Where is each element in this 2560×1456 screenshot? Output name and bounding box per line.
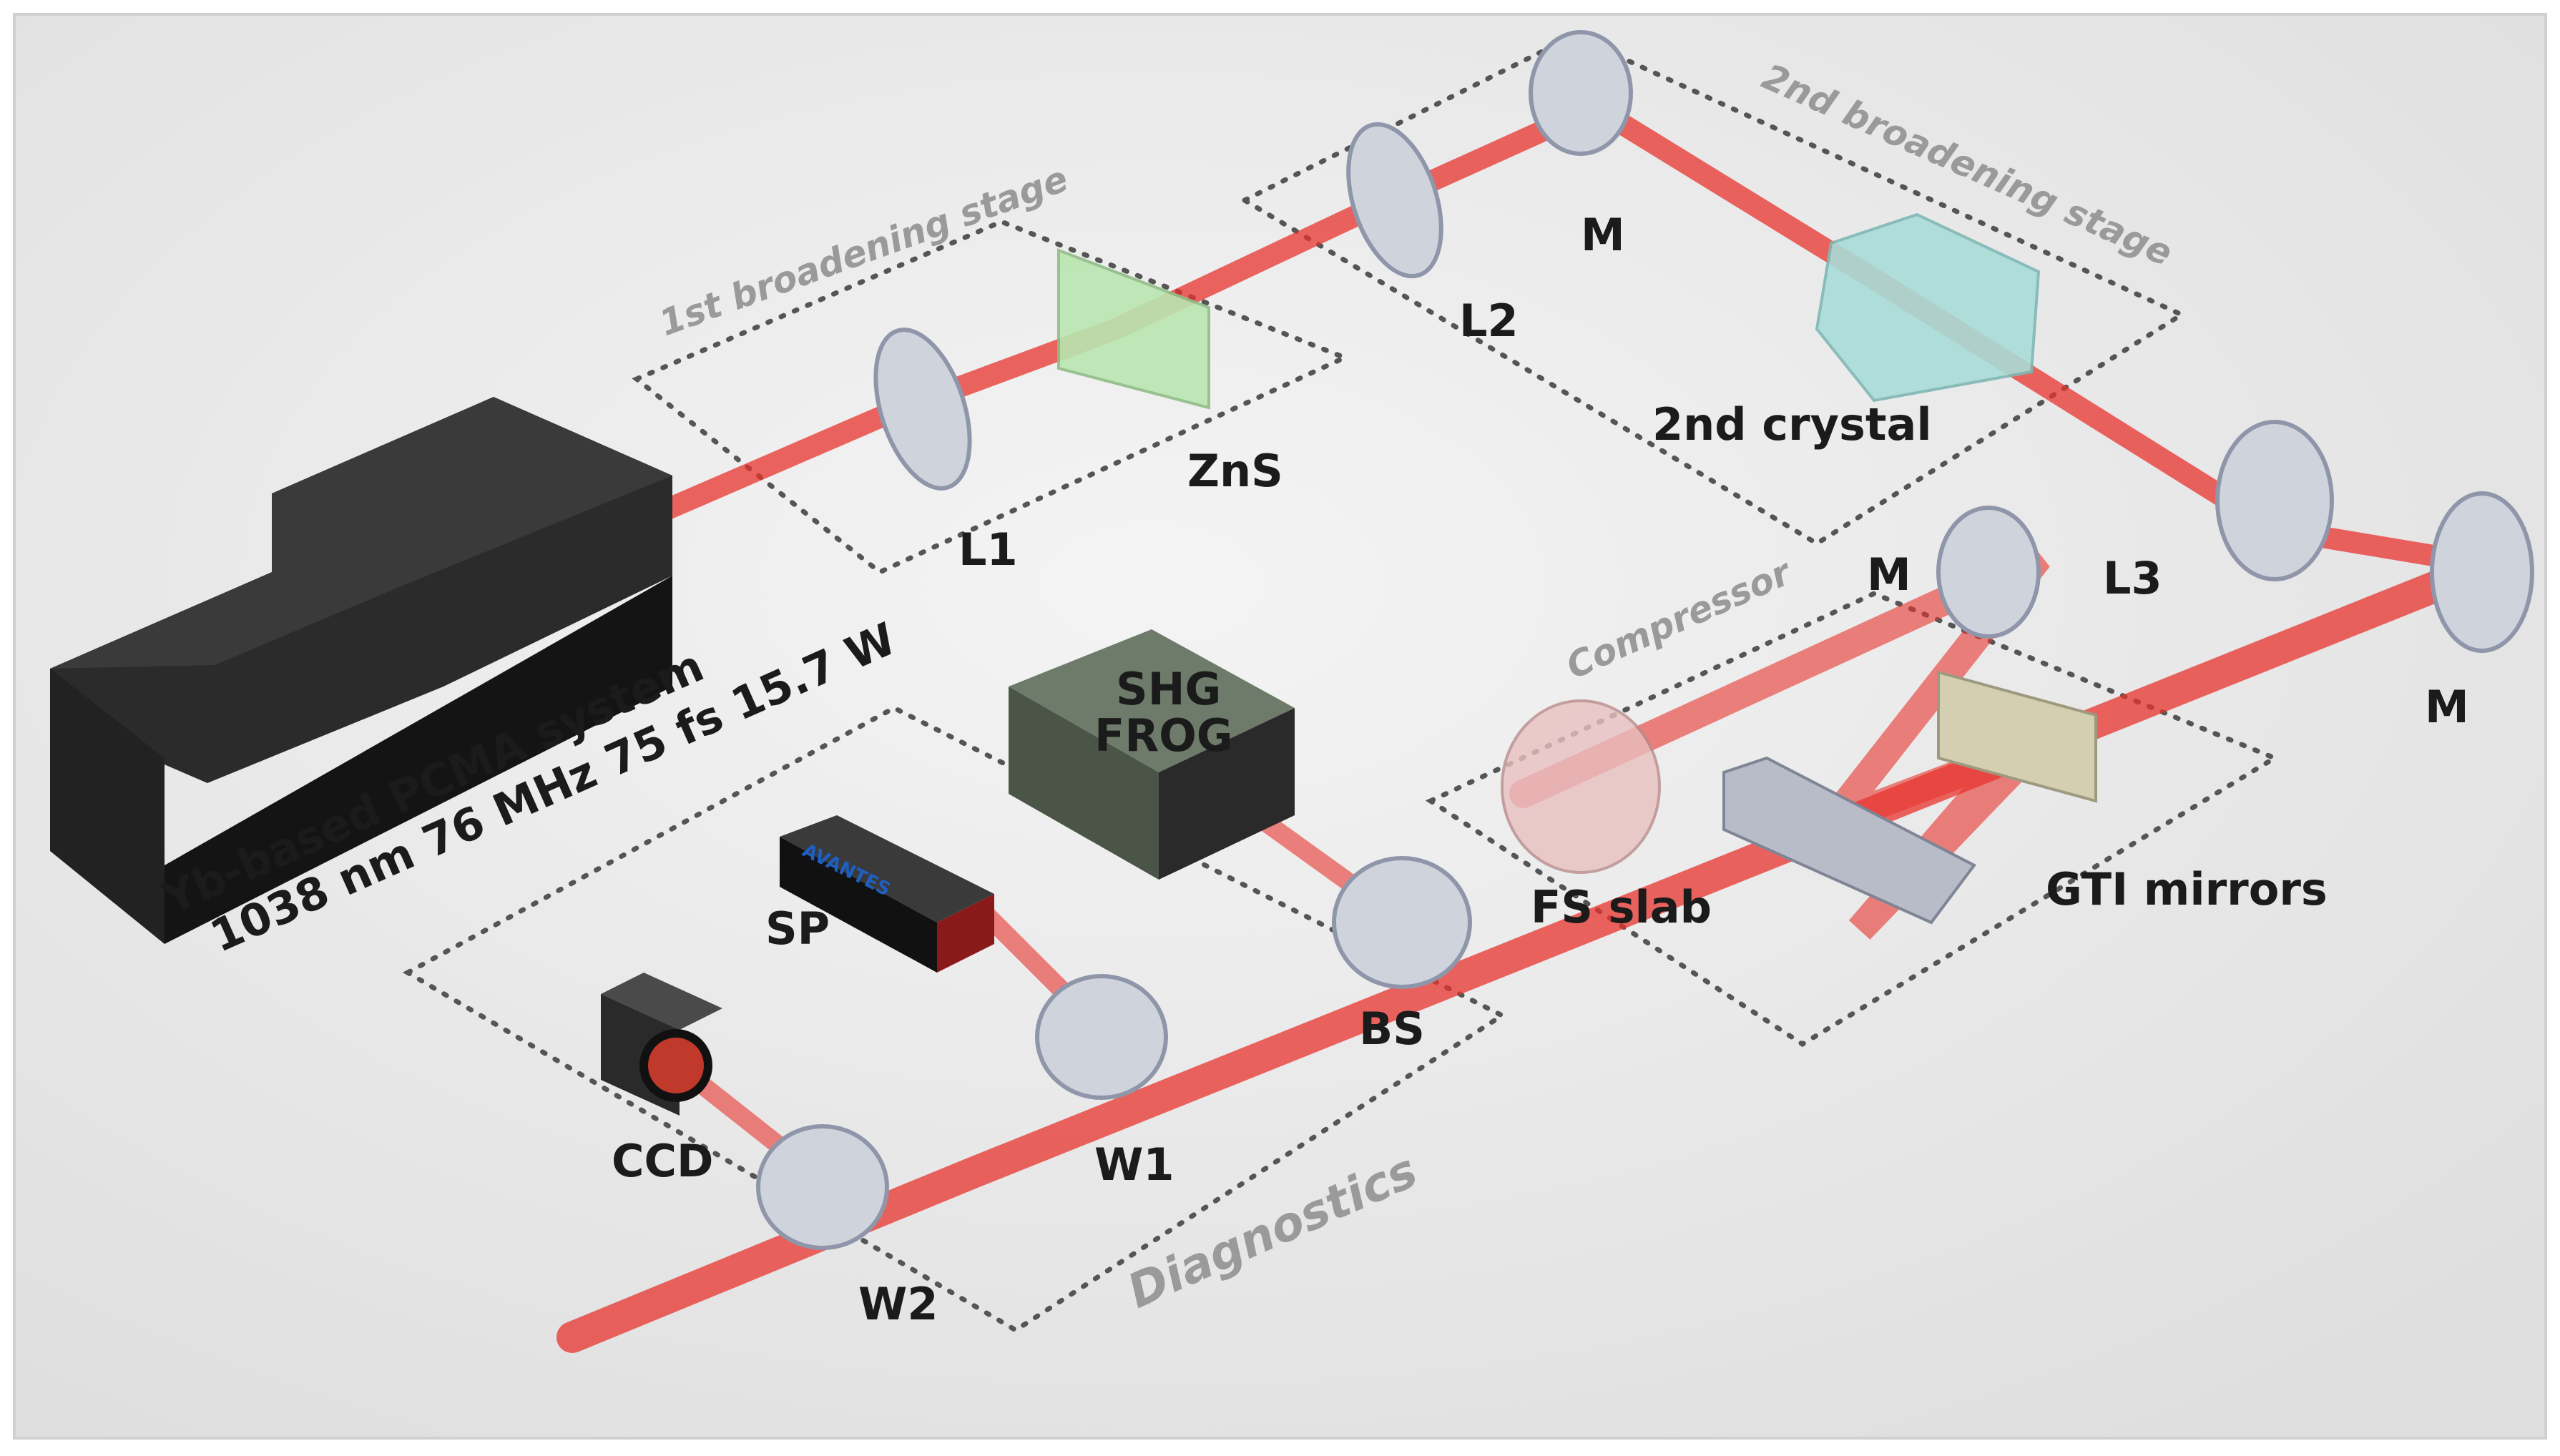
label-fs-slab: FS slab xyxy=(1531,881,1712,933)
lens-l2 xyxy=(1346,122,1443,279)
ccd-camera xyxy=(601,973,722,1116)
label-frog-line2: FROG xyxy=(1094,709,1233,762)
window-w2 xyxy=(756,1124,889,1250)
laser-source-box xyxy=(50,397,672,944)
lens-l3 xyxy=(2215,420,2334,581)
label-l2: L2 xyxy=(1459,295,1519,347)
spectrometer xyxy=(780,815,994,973)
second-stage-box xyxy=(1239,33,2187,547)
shg-frog-box xyxy=(1009,629,1295,880)
label-m-mid: M xyxy=(1867,549,1911,601)
label-m-top: M xyxy=(1581,209,1625,261)
label-zns: ZnS xyxy=(1187,445,1283,497)
mirror-m-top xyxy=(1529,30,1633,156)
label-gti-mirrors: GTI mirrors xyxy=(2046,863,2328,915)
label-l3: L3 xyxy=(2103,552,2162,604)
label-w1: W1 xyxy=(1094,1138,1174,1191)
label-ccd: CCD xyxy=(612,1135,713,1187)
second-crystal xyxy=(1815,212,2041,403)
label-2nd-crystal: 2nd crystal xyxy=(1652,398,1932,451)
label-w2: W2 xyxy=(858,1278,938,1330)
label-l1: L1 xyxy=(958,523,1018,576)
gti-mirror-back xyxy=(1937,670,2097,803)
label-m-right: M xyxy=(2425,681,2469,733)
mirror-m-right xyxy=(2430,491,2534,653)
lens-l1 xyxy=(873,328,972,491)
window-w1 xyxy=(1035,974,1168,1100)
gti-mirror-front xyxy=(1722,756,1977,925)
fs-slab xyxy=(1501,699,1661,874)
mirror-m-mid xyxy=(1936,506,2041,639)
beam-splitter xyxy=(1332,856,1472,989)
label-bs: BS xyxy=(1359,1003,1425,1055)
zns-crystal xyxy=(1057,248,1210,410)
label-sp: SP xyxy=(765,902,830,955)
label-frog-line1: SHG xyxy=(1116,663,1221,715)
